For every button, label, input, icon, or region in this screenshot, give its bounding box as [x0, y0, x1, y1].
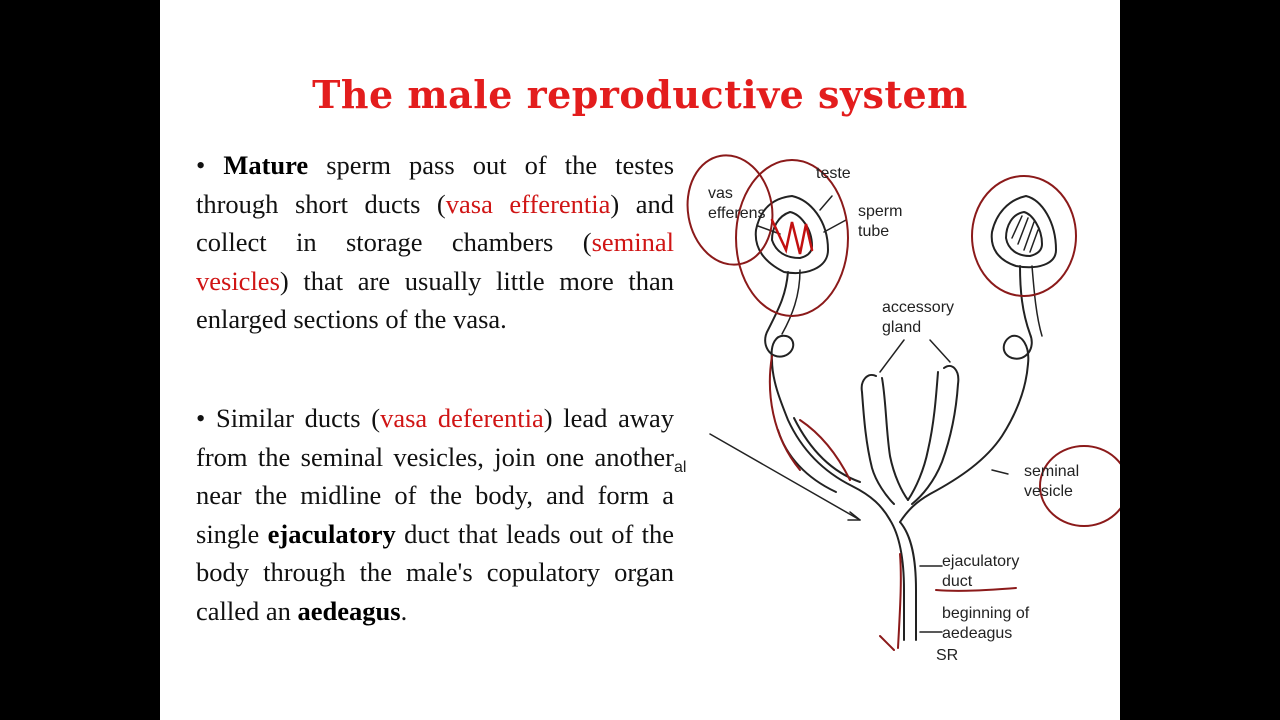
term-mature: Mature [223, 150, 309, 180]
term-vasa-efferentia: vasa efferentia [445, 188, 611, 219]
label-beginning-of: beginning of [942, 605, 1030, 622]
diagram-labels: vas efferens teste sperm tube accessory … [674, 165, 1079, 664]
text-2c: duct that leads out of the body through … [196, 518, 674, 626]
label-vas: vas [708, 185, 733, 202]
label-teste: teste [816, 165, 851, 182]
red-annotations [686, 154, 1120, 651]
bullet-1: • [196, 150, 206, 180]
right-testis [990, 195, 1057, 269]
label-gland: gland [882, 319, 921, 336]
label-accessory: accessory [882, 299, 954, 316]
slide: The male reproductive system • Mature sp… [160, 0, 1120, 720]
label-partial: al [674, 459, 686, 476]
label-duct: duct [942, 573, 973, 590]
label-sperm: sperm [858, 203, 902, 220]
term-ejaculatory: ejaculatory [267, 518, 396, 549]
text-1a: sperm pass out of the testes through sho… [196, 150, 675, 219]
term-seminal-vesicles: seminal vesicles [196, 227, 674, 296]
text-2d: . [400, 595, 408, 626]
label-aedeagus: aedeagus [942, 625, 1012, 642]
label-vesicle: vesicle [1024, 483, 1073, 500]
label-ejaculatory: ejaculatory [942, 553, 1019, 570]
left-accessory-gland [860, 374, 895, 505]
reproductive-system-diagram: vas efferens teste sperm tube accessory … [674, 154, 1120, 664]
bullet-paragraph-1: • Mature sperm pass out of the testes th… [196, 146, 674, 339]
circle-seminal-vesicle [1039, 445, 1120, 527]
left-sperm-tube [771, 211, 813, 259]
text-1c: ) that are usually little more than enla… [196, 265, 674, 335]
text-1b: ) and collect in storage chambers ( [196, 188, 674, 258]
underline-ejaculatory-duct [935, 587, 1017, 592]
circle-right-testis [971, 175, 1077, 297]
label-efferens: efferens [708, 205, 766, 222]
ejaculatory-duct [889, 519, 905, 641]
text-2a: Similar ducts ( [205, 403, 381, 433]
right-sperm-tube [1005, 211, 1043, 257]
circle-left-testis [735, 159, 849, 317]
right-accessory-gland [911, 365, 960, 505]
pointer-arrow [709, 433, 861, 521]
diagram-outline [709, 195, 1057, 641]
bullet-2: • [196, 403, 206, 433]
slide-title: The male reproductive system [312, 72, 968, 117]
label-seminal: seminal [1024, 463, 1079, 480]
term-vasa-deferentia: vasa deferentia [380, 403, 544, 433]
label-tube: tube [858, 223, 889, 240]
left-testis [754, 195, 829, 274]
left-vas-deferens [764, 271, 891, 521]
term-aedeagus: aedeagus [297, 595, 401, 626]
right-vas-deferens [899, 265, 1033, 523]
text-2b: ) lead away from the seminal vesicles, j… [196, 403, 674, 549]
signature-mark: SR [936, 647, 958, 664]
bullet-paragraph-2: • Similar ducts (vasa deferentia) lead a… [196, 399, 674, 630]
